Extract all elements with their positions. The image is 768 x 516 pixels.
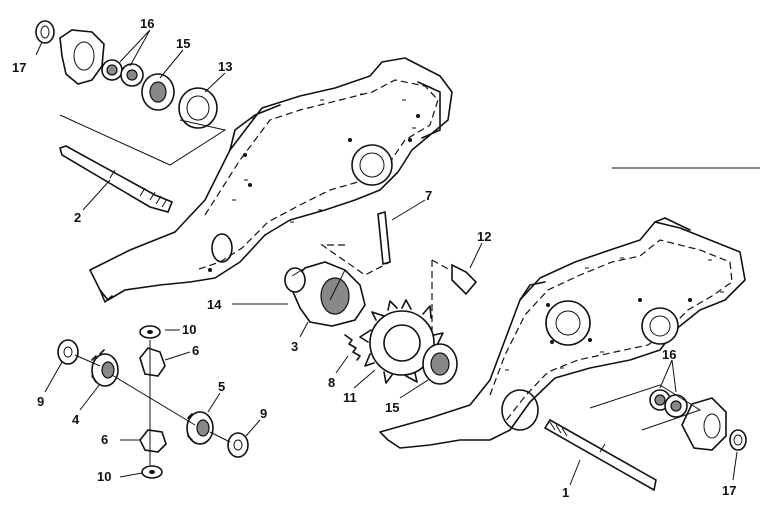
callout-16-lower: 16 <box>662 347 676 362</box>
pinion-6-upper <box>139 347 166 377</box>
callout-3: 3 <box>291 339 298 354</box>
upper-bearing-stack <box>35 20 227 166</box>
lower-bearing-stack <box>589 384 747 451</box>
axle-shaft-2 <box>59 145 174 213</box>
callout-9-right: 9 <box>260 406 267 421</box>
bearing-13 <box>178 87 218 129</box>
washer-9-right <box>227 432 249 458</box>
pinion-6-lower <box>139 429 167 453</box>
callout-11: 11 <box>343 390 357 405</box>
callout-17-upper: 17 <box>12 60 26 75</box>
washer-9-left <box>57 339 79 365</box>
sprocket-11 <box>359 299 444 384</box>
callout-15-upper: 15 <box>176 36 190 51</box>
left-transmission-housing <box>89 57 453 303</box>
callout-10-upper: 10 <box>182 322 196 337</box>
bolt-12 <box>431 259 478 330</box>
callout-14: 14 <box>207 297 222 312</box>
callout-13: 13 <box>218 59 232 74</box>
axle-shaft-1 <box>543 418 657 492</box>
callout-12: 12 <box>477 229 491 244</box>
callout-15-lower: 15 <box>385 400 399 415</box>
differential-gears <box>57 325 249 479</box>
leader-lines <box>35 29 760 486</box>
callout-6-upper: 6 <box>192 343 199 358</box>
seal-17-lower <box>729 429 747 451</box>
callout-6-lower: 6 <box>101 432 108 447</box>
callout-9-left: 9 <box>37 394 44 409</box>
spring-8 <box>344 334 361 361</box>
callout-7: 7 <box>425 188 432 203</box>
callout-5: 5 <box>218 379 225 394</box>
callouts: 17 16 15 13 2 7 12 14 10 6 9 4 3 8 11 15… <box>12 16 736 500</box>
callout-8: 8 <box>328 375 335 390</box>
callout-16-upper: 16 <box>140 16 154 31</box>
right-transmission-housing <box>379 217 746 449</box>
pin-7 <box>320 210 391 276</box>
seal-17-upper <box>35 20 55 44</box>
differential-case-3 <box>284 261 366 327</box>
callout-10-lower: 10 <box>97 469 111 484</box>
bearing-15-lower <box>422 343 458 385</box>
callout-4: 4 <box>72 412 80 427</box>
callout-17-lower: 17 <box>722 483 736 498</box>
callout-2: 2 <box>74 210 81 225</box>
bearing-cap-upper <box>59 29 105 85</box>
callout-1: 1 <box>562 485 569 500</box>
